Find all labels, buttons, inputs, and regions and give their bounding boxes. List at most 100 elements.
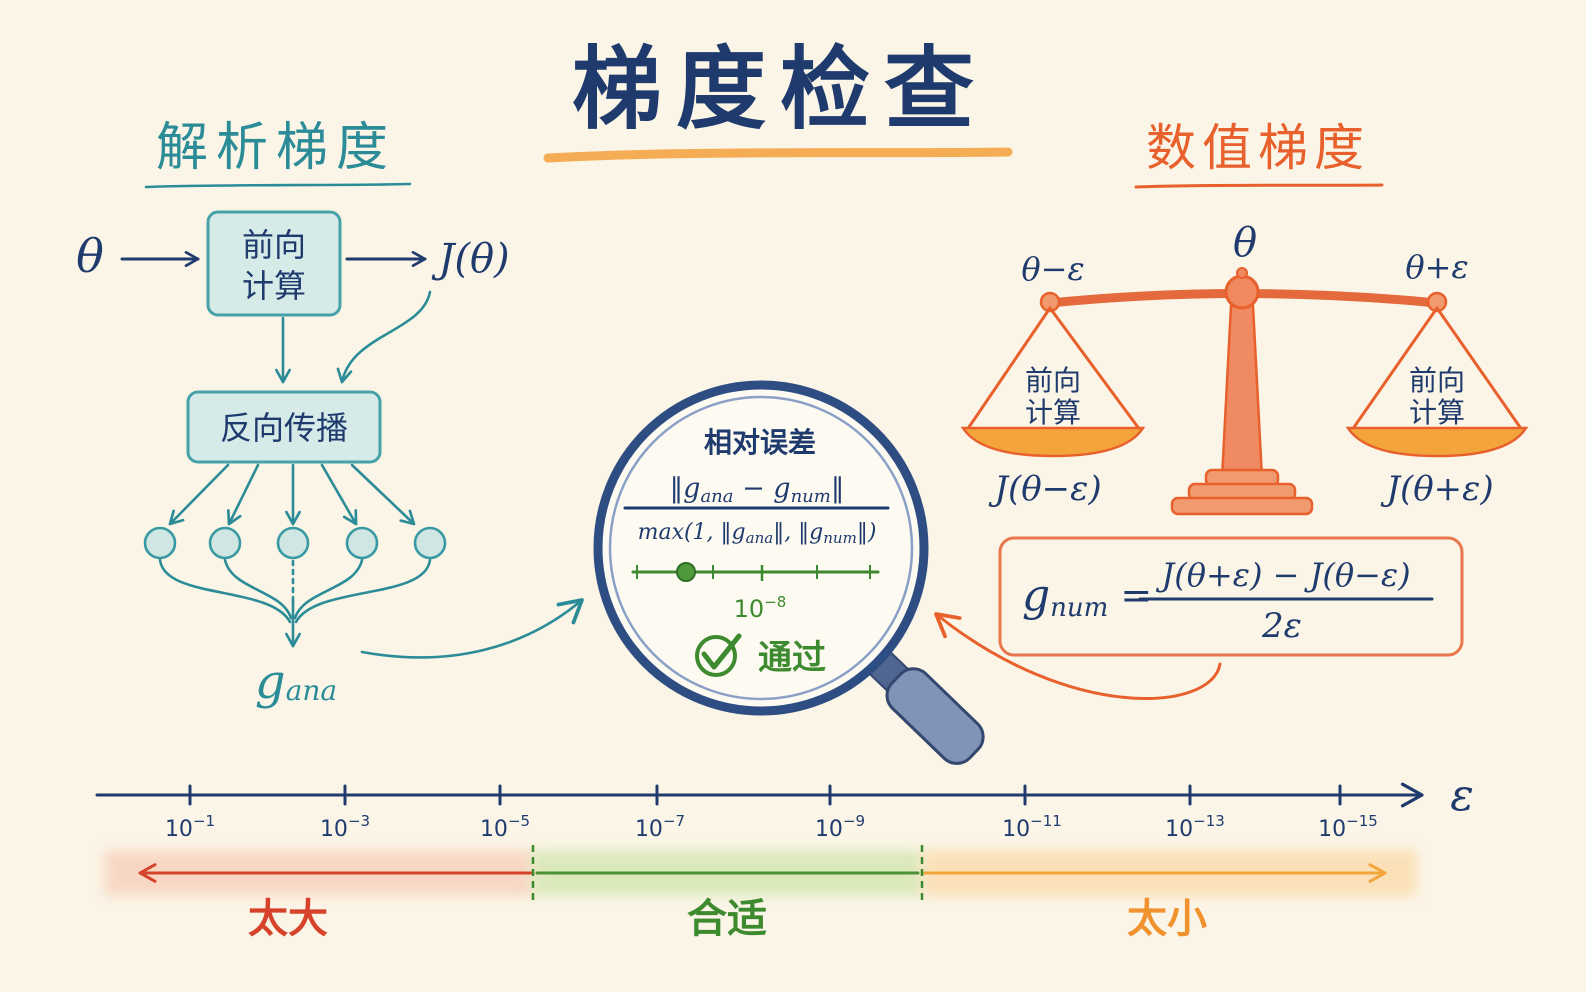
tick-exponent: −3 [348,812,370,830]
balance-right-input: θ+ε [1405,248,1468,286]
denominator-part: ‖) [857,520,877,545]
error-denominator: max(1, ‖gana‖, ‖gnum‖) [638,520,877,547]
handle-grip [885,667,985,765]
denominator-subscript: ana [746,529,774,547]
merge-curve [293,558,364,620]
analytic-gradient-base: g [255,654,286,710]
page-title: 梯度检查 [572,37,988,142]
zone-label-too-large: 太大 [248,896,328,942]
forward-box [206,210,342,317]
error-value-base: 10 [734,595,765,623]
beam-left-end [1039,291,1061,313]
axis-ticks [188,784,1342,806]
right-output: J(θ+ε) [1380,469,1493,509]
analytic-gradient-panel: 解析梯度 θ 前向 计算 J(θ) 反向传播 [76,118,584,710]
lens-inner-ring [608,395,914,701]
numerator-subscript: ana [700,486,733,507]
balance-pivot [1224,274,1260,310]
check-circle-icon [695,633,742,677]
tick-exponent: −13 [1193,812,1225,830]
balance-left-input: θ−ε [1021,250,1084,288]
axis-tick-labels: 10−1 10−3 10−5 10−7 10−9 10−11 10−13 10−… [165,812,1378,842]
forward-box-line1: 前向 [242,226,306,264]
tick-base: 10 [1318,817,1346,842]
numeric-gradient-base: g [1022,570,1050,621]
numerator-part: ‖g [670,473,701,504]
theta-input: θ [76,229,104,283]
beam-right-end [1426,291,1448,313]
numerator-part: ‖ [831,473,845,504]
forward-box-line2: 计算 [242,267,306,305]
analytic-heading-underline [144,182,412,189]
title-group: 梯度检查 [543,37,1013,163]
tick-exponent: −9 [843,812,865,830]
tick-base: 10 [165,817,193,842]
numeric-gradient-panel: 数值梯度 θ θ−ε θ+ε 前向 计算 前向 [934,119,1529,700]
tick-base: 10 [815,817,843,842]
balance-center-theta: θ [1233,220,1257,266]
tick-exponent: −7 [663,812,685,830]
tick-label: 10−9 [815,812,865,842]
merge-curve [223,558,293,620]
error-value-dot [676,562,696,582]
left-pan-line2: 计算 [1025,396,1081,429]
parameter-node [143,526,177,560]
analytic-gradient-symbol: gana [255,654,337,710]
loss-output: J(θ) [431,236,509,282]
zone-label-suitable: 合适 [687,896,767,942]
merge-curve [158,558,292,624]
axis-label: ε [1450,770,1474,821]
denominator-part: ‖, ‖g [773,520,823,545]
tick-base: 10 [1165,817,1193,842]
tick-exponent: −11 [1030,812,1062,830]
tick-base: 10 [1002,817,1030,842]
fan-arrow [226,463,260,526]
tick-label: 10−1 [165,812,215,842]
formula-numerator: J(θ+ε) − J(θ−ε) [1155,556,1410,594]
epsilon-zones: 太大 合适 太小 [104,845,1417,942]
denominator-subscript: num [823,529,857,547]
denominator-part: max(1, ‖g [638,520,746,545]
right-pan-strings [1350,306,1524,432]
numeric-heading: 数值梯度 [1146,119,1370,177]
relative-error-label: 相对误差 [704,426,816,459]
parameter-node [276,526,310,560]
check-mark [701,633,742,670]
right-pan-line2: 计算 [1409,396,1465,429]
parameter-node [345,526,379,560]
tick-label: 10−5 [480,812,530,842]
error-value: 10−8 [734,593,787,623]
epsilon-axis: ε 10−1 10−3 10−5 10−7 10−9 10−11 10−13 1… [95,770,1474,842]
parameter-nodes [143,526,447,560]
tick-label: 10−11 [1002,812,1062,842]
error-number-line [631,562,880,582]
magnifying-glass-icon [593,380,929,716]
tick-base: 10 [480,817,508,842]
fan-arrow [168,463,230,526]
tick-base: 10 [320,817,348,842]
numeric-heading-underline [1134,183,1384,189]
backprop-fan-arrows [168,463,416,526]
left-pan-strings [965,306,1142,432]
analytic-gradient-subscript: ana [286,674,337,707]
zone-label-too-small: 太小 [1127,896,1207,942]
parameter-node [208,526,242,560]
backprop-box [186,390,382,464]
numeric-gradient-subscript: num [1050,593,1108,623]
gradient-merge-curves [158,558,432,648]
right-pan-line1: 前向 [1409,364,1465,397]
tick-label: 10−15 [1318,812,1378,842]
loss-to-backprop-arrow [336,290,432,384]
tick-exponent: −15 [1346,812,1378,830]
fan-arrow [350,463,416,526]
left-output: J(θ−ε) [988,469,1101,509]
balance-scale-icon: θ θ−ε θ+ε 前向 计算 前向 计算 [960,220,1529,516]
numeric-gradient-lhs: gnum = [1022,570,1152,623]
tick-exponent: −1 [193,812,215,830]
tick-label: 10−13 [1165,812,1225,842]
check-circle-ring [695,635,737,677]
left-pan-line1: 前向 [1025,364,1081,397]
balance-pivot-cap [1236,267,1248,279]
backprop-label: 反向传播 [220,409,348,447]
